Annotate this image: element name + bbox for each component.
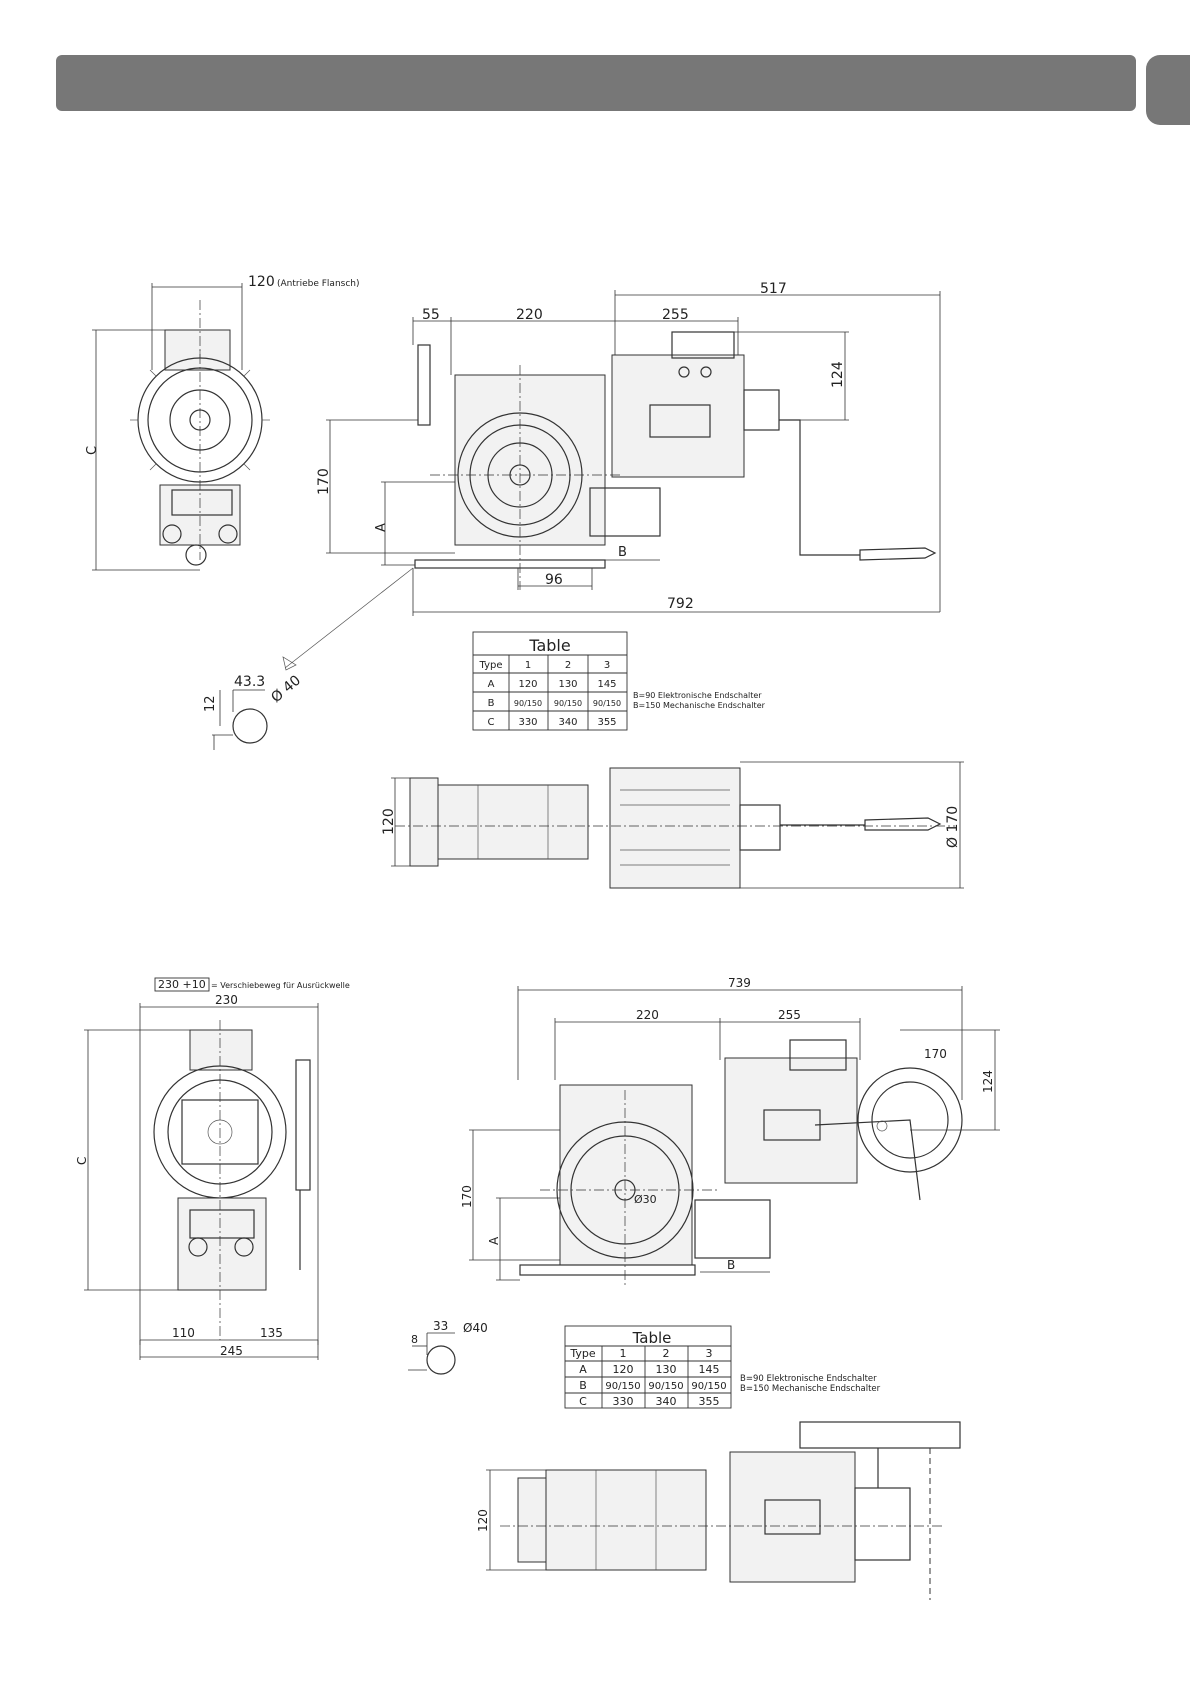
d2-shaft-dia: Ø40	[463, 1321, 488, 1335]
d2-table-title: Table	[632, 1329, 672, 1347]
d1-dim-124: 124	[830, 361, 846, 388]
d2-bore: Ø30	[634, 1193, 657, 1206]
d1-flange-note: (Antriebe Flansch)	[277, 279, 360, 289]
d2-table-r1c0: B	[579, 1379, 587, 1392]
d1-dim-517: 517	[760, 281, 787, 297]
d2-dim-739: 739	[728, 976, 751, 990]
d2-dim-A: A	[487, 1236, 501, 1245]
d1-table-r0c1: 120	[518, 679, 537, 690]
d2-dim-170w: 170	[924, 1047, 947, 1061]
side-tab	[1146, 55, 1190, 125]
d2-table-h1: 1	[620, 1347, 627, 1360]
d1-dim-220: 220	[516, 307, 543, 323]
d2-table-r2c3: 355	[699, 1395, 720, 1408]
d2-travel-note: = Verschiebeweg für Ausrückwelle	[211, 981, 350, 990]
d2-table-r2c1: 330	[613, 1395, 634, 1408]
d2-dim-170: 170	[460, 1185, 474, 1208]
d1-table-r0c2: 130	[558, 679, 577, 690]
d2-table-h2: 2	[663, 1347, 670, 1360]
d2-dim-220: 220	[636, 1008, 659, 1022]
d1-table-r2c0: C	[488, 717, 495, 728]
d2-table-r0c0: A	[579, 1363, 587, 1376]
d1-table-r2c3: 355	[597, 717, 616, 728]
d2-table-r0c1: 120	[613, 1363, 634, 1376]
d1-table-h2: 2	[565, 660, 571, 671]
d2-dim-245: 245	[220, 1344, 243, 1358]
d1-dim-792: 792	[667, 596, 694, 612]
d2-table-h0: Type	[569, 1347, 595, 1360]
d1-dim-170: 170	[316, 468, 332, 495]
d1-shaft-len: 43.3	[234, 674, 265, 690]
d1-table-h0: Type	[479, 660, 503, 671]
header-bar	[56, 55, 1136, 111]
d1-table-title: Table	[528, 636, 570, 655]
d1-dim-B: B	[618, 545, 627, 560]
d2-dim-135: 135	[260, 1326, 283, 1340]
d1-table-r0c0: A	[488, 679, 495, 690]
d2-dim-110: 110	[172, 1326, 195, 1340]
d1-table-note-1: B=90 Elektronische Endschalter	[633, 691, 762, 700]
d1-plan-d170: Ø 170	[945, 806, 961, 848]
d1-table-r1c1: 90/150	[514, 699, 542, 708]
d2-dim-124: 124	[981, 1070, 995, 1093]
d1-plan-120: 120	[381, 808, 397, 835]
d2-table-h3: 3	[706, 1347, 713, 1360]
d2-table-note-2: B=150 Mechanische Endschalter	[740, 1384, 881, 1394]
d1-dim-55: 55	[422, 307, 440, 323]
d2-travel: 230 +10	[158, 978, 206, 991]
d2-table-r0c2: 130	[656, 1363, 677, 1376]
d2-dim-230: 230	[215, 993, 238, 1007]
d2-dim-B: B	[727, 1258, 735, 1272]
drawing2-table: Table Type 1 2 3 A 120 130 145 B 90/150 …	[564, 1325, 881, 1409]
d2-table-r2c2: 340	[656, 1395, 677, 1408]
d2-dim-C: C	[75, 1157, 89, 1165]
d1-table-r2c2: 340	[558, 717, 577, 728]
drawing2-front-view: 739 220 255 Ø30 124 170 170	[460, 976, 1000, 1285]
d1-dim-255: 255	[662, 307, 689, 323]
d1-table-r0c3: 145	[597, 679, 616, 690]
d1-table-note-2: B=150 Mechanische Endschalter	[633, 701, 766, 710]
d2-table-r1c2: 90/150	[648, 1381, 683, 1392]
d2-dim-255: 255	[778, 1008, 801, 1022]
d1-dim-96: 96	[545, 572, 563, 588]
drawing1-side-view: 120 (Antriebe Flansch) C	[85, 274, 360, 571]
drawing1-front-view: 55 220 255 517 124 170 A B 96 792	[282, 281, 941, 671]
d2-shaft-len: 33	[433, 1319, 448, 1333]
d1-table-r1c2: 90/150	[554, 699, 582, 708]
d2-table-r2c0: C	[579, 1395, 587, 1408]
d2-plan-120: 120	[476, 1509, 490, 1532]
d2-shaft-key: 8	[411, 1333, 418, 1346]
d1-dim-C: C	[85, 446, 100, 455]
drawing1-plan-view: 120 Ø 170	[381, 761, 964, 889]
drawing2-side-view: 230 +10 = Verschiebeweg für Ausrückwelle…	[75, 977, 350, 1360]
drawing2-shaft-detail: 33 8 Ø40	[408, 1319, 488, 1375]
d2-table-r1c1: 90/150	[605, 1381, 640, 1392]
d1-flange-dim: 120	[248, 274, 275, 290]
d1-dim-A: A	[374, 523, 389, 532]
d2-table-note-1: B=90 Elektronische Endschalter	[740, 1374, 877, 1384]
d1-table-r2c1: 330	[518, 717, 537, 728]
d1-table-r1c0: B	[488, 698, 495, 709]
d1-table-h3: 3	[604, 660, 610, 671]
d1-table-r1c3: 90/150	[593, 699, 621, 708]
d1-shaft-dia: Ø 40	[268, 672, 304, 706]
d1-table-h1: 1	[525, 660, 531, 671]
d2-table-r0c3: 145	[699, 1363, 720, 1376]
drawing2-plan-view: 120	[476, 1421, 961, 1600]
drawing1-table: Table Type 1 2 3 A 120 130 145 B 90/150 …	[472, 631, 766, 731]
d2-table-r1c3: 90/150	[691, 1381, 726, 1392]
d1-shaft-key: 12	[203, 695, 218, 712]
drawing1-shaft-detail: 43.3 12 Ø 40	[203, 672, 304, 750]
